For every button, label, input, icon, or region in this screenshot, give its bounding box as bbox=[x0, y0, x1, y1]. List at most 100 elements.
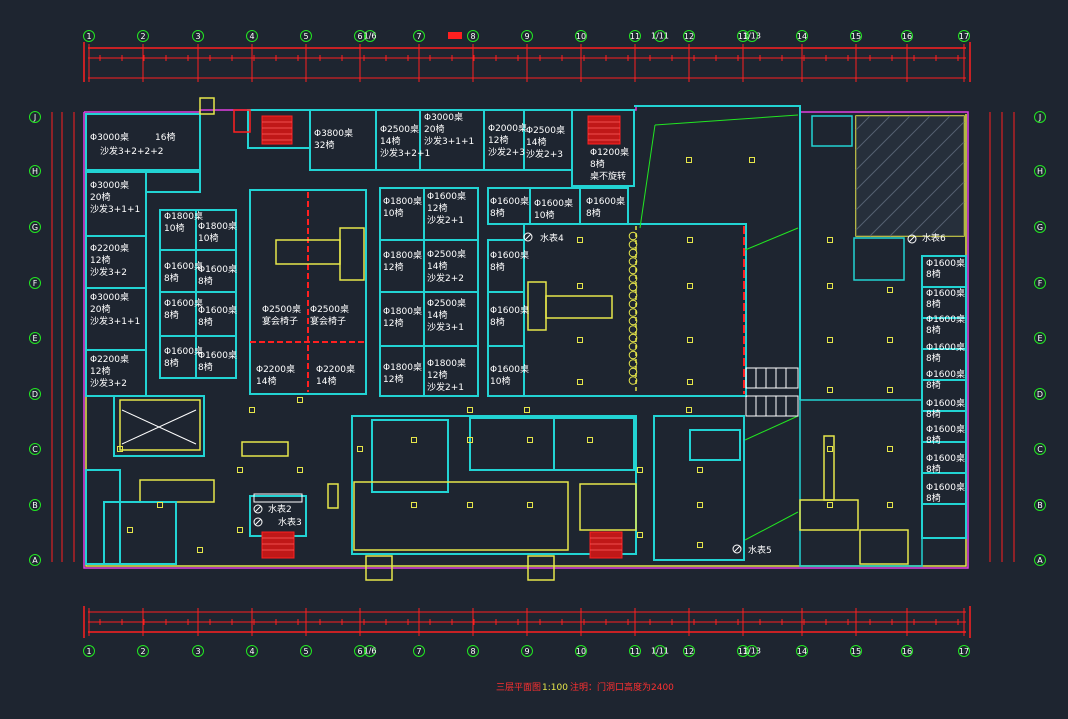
right-room-8-seats: 8椅 bbox=[926, 463, 941, 475]
left-room-1-size: Φ3000桌 bbox=[90, 131, 129, 143]
axis-bubble bbox=[413, 645, 425, 657]
footer: 三层平面图 1:100 注明：门洞口高度为2400 bbox=[496, 681, 674, 693]
decor-circle bbox=[628, 342, 638, 351]
axis-label: 8 bbox=[470, 32, 475, 41]
left-room-2-size: Φ3000桌 bbox=[90, 179, 129, 191]
block-b-room-4-seats: 14椅 bbox=[427, 260, 447, 272]
axis-label: C bbox=[32, 445, 38, 454]
right-room-5-seats: 8椅 bbox=[926, 379, 941, 391]
top-room-2-sofa: 沙发3+2+1 bbox=[380, 147, 430, 159]
axis-bubble bbox=[354, 30, 366, 42]
block-b-room-7-seats: 12椅 bbox=[383, 373, 403, 385]
axis-bubble bbox=[137, 645, 149, 657]
axis-bubble bbox=[29, 221, 41, 233]
top-dimension-lines bbox=[83, 32, 971, 82]
axis-label: 9 bbox=[524, 32, 529, 41]
axis-label: 6 bbox=[357, 32, 362, 41]
block-c-room-4-size: Φ1600桌 bbox=[490, 249, 529, 261]
left-room-3-sofa: 沙发3+2 bbox=[90, 266, 127, 278]
left-room-1-seats: 16椅 bbox=[155, 131, 175, 143]
axis-bubble bbox=[1034, 499, 1046, 511]
bottom-dimension-lines bbox=[83, 606, 971, 638]
column bbox=[411, 502, 417, 508]
block-b-room-4-sofa: 沙发2+2 bbox=[427, 272, 464, 284]
axis-bubble bbox=[901, 30, 913, 42]
right-room-2-size: Φ1600桌 bbox=[926, 287, 965, 299]
right-room-6-seats: 8椅 bbox=[926, 408, 941, 420]
left-dimension-lines bbox=[51, 112, 75, 562]
block-b-room-5-seats: 12椅 bbox=[383, 317, 403, 329]
meter-label: 水表3 bbox=[278, 516, 302, 528]
axis-label: 5 bbox=[303, 32, 308, 41]
column bbox=[637, 467, 643, 473]
top-room-1-size: Φ3800桌 bbox=[314, 127, 353, 139]
axis-bubble bbox=[246, 30, 258, 42]
axis-label: B bbox=[1037, 501, 1043, 510]
banquet-room-4-seats: 14椅 bbox=[316, 375, 336, 387]
column bbox=[827, 446, 833, 452]
top-room-5-size: Φ2500桌 bbox=[526, 124, 565, 136]
right-room-6-size: Φ1600桌 bbox=[926, 397, 965, 409]
right-room-7-size: Φ1600桌 bbox=[926, 423, 965, 435]
decor-circle bbox=[628, 257, 638, 266]
meter-label: 水表4 bbox=[540, 232, 564, 244]
banquet-room-2-seats: 宴会椅子 bbox=[310, 315, 346, 327]
top-room-5-seats: 14椅 bbox=[526, 136, 546, 148]
banquet-room-3-size: Φ2200桌 bbox=[256, 363, 295, 375]
block-b-room-6-size: Φ2500桌 bbox=[427, 297, 466, 309]
axis-bubble bbox=[29, 499, 41, 511]
block-c-room-1-seats: 8椅 bbox=[490, 207, 505, 219]
column bbox=[117, 446, 123, 452]
column bbox=[527, 502, 533, 508]
block-a-room-7-size: Φ1600桌 bbox=[164, 345, 203, 357]
footer-title: 三层平面图 bbox=[496, 682, 541, 693]
column bbox=[687, 337, 693, 343]
axis-label: A bbox=[32, 556, 38, 565]
right-room-5-size: Φ1600桌 bbox=[926, 368, 965, 380]
decor-circle bbox=[628, 265, 638, 275]
lower-left-area bbox=[85, 395, 339, 565]
block-c-room-3-size: Φ1600桌 bbox=[586, 195, 625, 207]
block-a-room-4-size: Φ1600桌 bbox=[198, 263, 237, 275]
block-b-room-1-seats: 10椅 bbox=[383, 207, 403, 219]
block-a-room-1-seats: 10椅 bbox=[164, 222, 184, 234]
axis-label: E bbox=[1037, 334, 1042, 343]
decor-circle bbox=[628, 359, 638, 368]
axis-label: 1 bbox=[86, 32, 91, 41]
axis-bubble bbox=[1034, 332, 1046, 344]
block-b-room-7-size: Φ1800桌 bbox=[383, 361, 422, 373]
block-b-room-8-size: Φ1800桌 bbox=[427, 357, 466, 369]
left-room-4-sofa: 沙发3+1+1 bbox=[90, 315, 140, 327]
axis-bubble bbox=[850, 30, 862, 42]
column bbox=[467, 407, 473, 413]
room-block-a bbox=[159, 209, 237, 379]
axis-label: 17 bbox=[959, 32, 969, 41]
axis-bubble bbox=[683, 645, 695, 657]
axis-bubble-sub bbox=[654, 30, 666, 42]
column bbox=[157, 502, 163, 508]
banquet-room-2-size: Φ2500桌 bbox=[310, 303, 349, 315]
left-room-5-seats: 12椅 bbox=[90, 365, 110, 377]
left-room-4-size: Φ3000桌 bbox=[90, 291, 129, 303]
left-private-rooms bbox=[85, 113, 201, 397]
meter-label: 水表5 bbox=[748, 544, 772, 556]
axis-label: 10 bbox=[576, 647, 586, 656]
banquet-block bbox=[249, 189, 367, 395]
column bbox=[697, 502, 703, 508]
column bbox=[687, 379, 693, 385]
top-private-rooms bbox=[247, 109, 635, 187]
axis-bubble bbox=[300, 645, 312, 657]
right-room-2-seats: 8椅 bbox=[926, 298, 941, 310]
block-b-room-2-sofa: 沙发2+1 bbox=[427, 214, 464, 226]
axis-sub-label: 1/13 bbox=[743, 647, 761, 656]
column bbox=[749, 157, 755, 163]
block-b-room-5-size: Φ1800桌 bbox=[383, 305, 422, 317]
block-a-room-5-size: Φ1600桌 bbox=[164, 297, 203, 309]
decor-circle bbox=[628, 376, 638, 385]
banquet-room-3-seats: 14椅 bbox=[256, 375, 276, 387]
axis-label: 13 bbox=[738, 32, 748, 41]
block-a-room-3-seats: 8椅 bbox=[164, 272, 179, 284]
axis-label: F bbox=[1038, 279, 1043, 288]
